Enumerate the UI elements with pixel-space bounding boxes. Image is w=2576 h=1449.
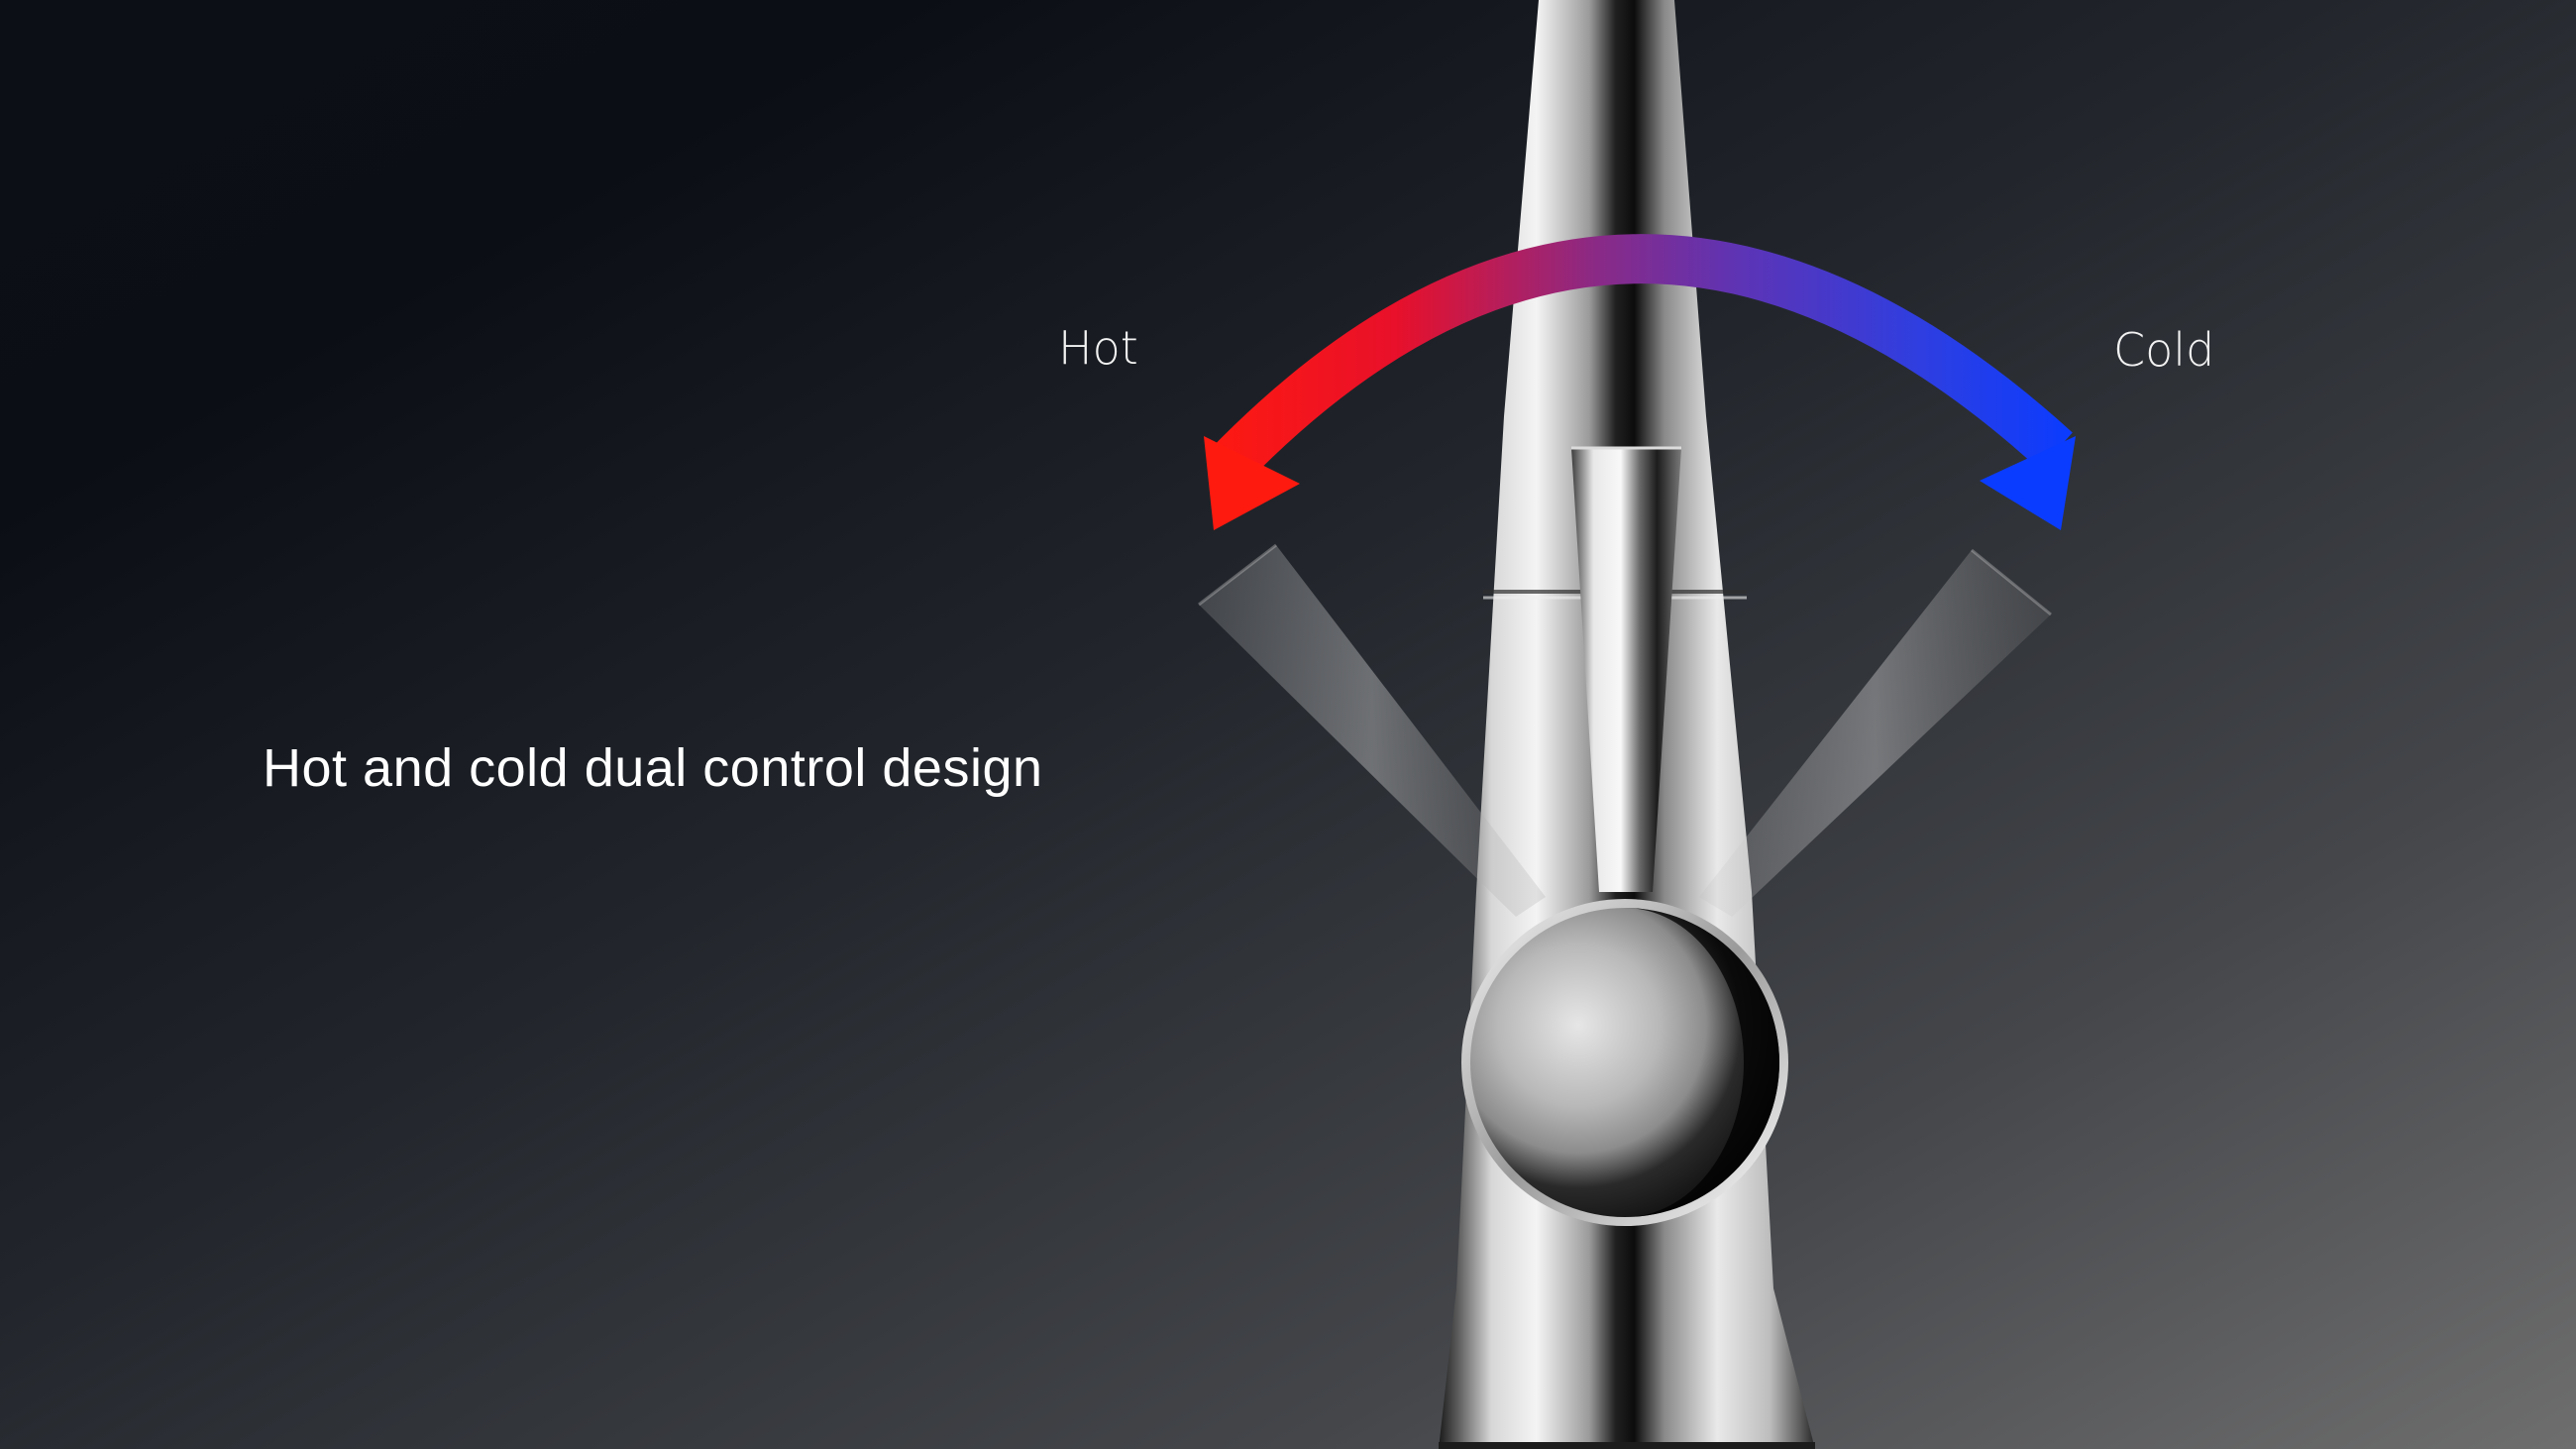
hot-cold-arc-arrow-icon (1204, 234, 2076, 530)
cold-label: Cold (2113, 323, 2215, 377)
headline: Hot and cold dual control design (263, 738, 1043, 798)
hot-label: Hot (1058, 321, 1138, 375)
